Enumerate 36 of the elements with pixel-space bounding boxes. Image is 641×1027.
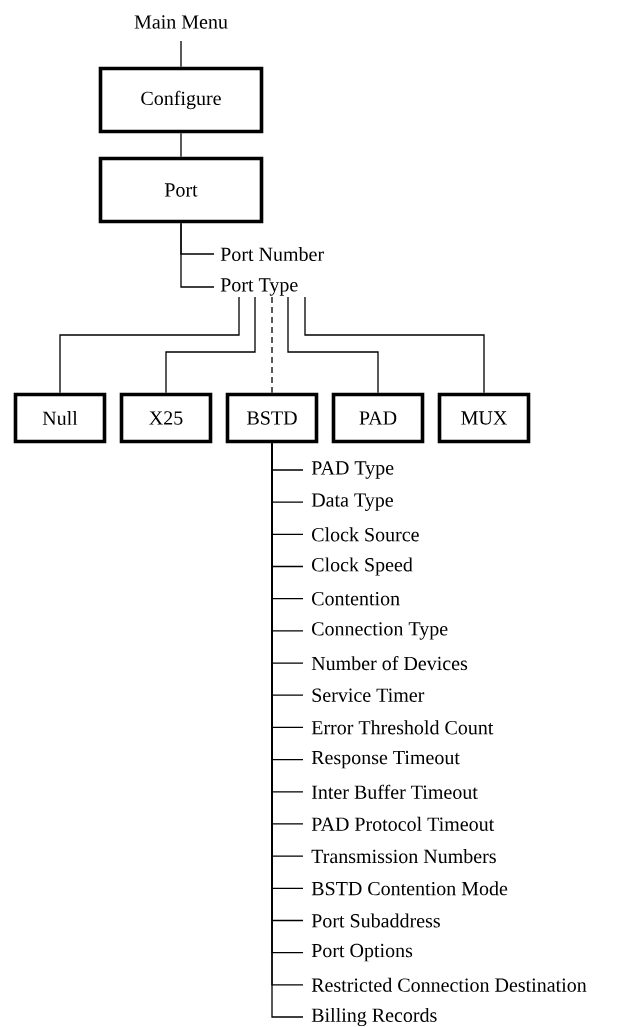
menu-item: Port Subaddress (311, 913, 440, 928)
menu-box: PAD (331, 392, 425, 444)
connector-line (180, 40, 182, 68)
menu-item: Clock Source (312, 527, 419, 542)
connector-line (180, 132, 182, 158)
menu-box: Port (98, 156, 264, 224)
menu-box: Null (13, 392, 107, 444)
menu-item: Error Threshold Count (311, 720, 494, 735)
menu-item: Restricted Connection Destination (311, 977, 587, 992)
menu-label: Main Menu (134, 15, 228, 29)
menu-box: Configure (98, 66, 264, 134)
menu-item: PAD Type (311, 461, 394, 479)
menu-item: Inter Buffer Timeout (311, 784, 478, 799)
connector-line (59, 296, 240, 394)
menu-item: Billing Records (311, 1007, 437, 1027)
connector-line (304, 296, 485, 394)
menu-item: Data Type (311, 493, 393, 511)
menu-box: X25 (119, 392, 213, 444)
menu-item: PAD Protocol Timeout (311, 816, 495, 831)
connector-line (165, 296, 256, 394)
connector-line (287, 296, 379, 394)
menu-item: Service Timer (312, 688, 425, 702)
menu-item: Transmission Numbers (311, 849, 496, 864)
menu-item: Clock Speed (312, 557, 413, 576)
connector-line (271, 296, 273, 394)
menu-item: Port Type (220, 278, 298, 296)
menu-box: BSTD (225, 392, 319, 444)
menu-box: MUX (437, 392, 531, 444)
menu-item: Response Timeout (311, 750, 460, 769)
menu-item: BSTD Contention Mode (311, 881, 508, 896)
menu-item: Connection Type (312, 622, 448, 640)
menu-item: Port Number (220, 246, 324, 262)
connector-line (180, 222, 215, 288)
menu-item: Number of Devices (311, 655, 468, 671)
menu-item: Contention (312, 592, 400, 606)
menu-item: Port Options (311, 943, 413, 962)
